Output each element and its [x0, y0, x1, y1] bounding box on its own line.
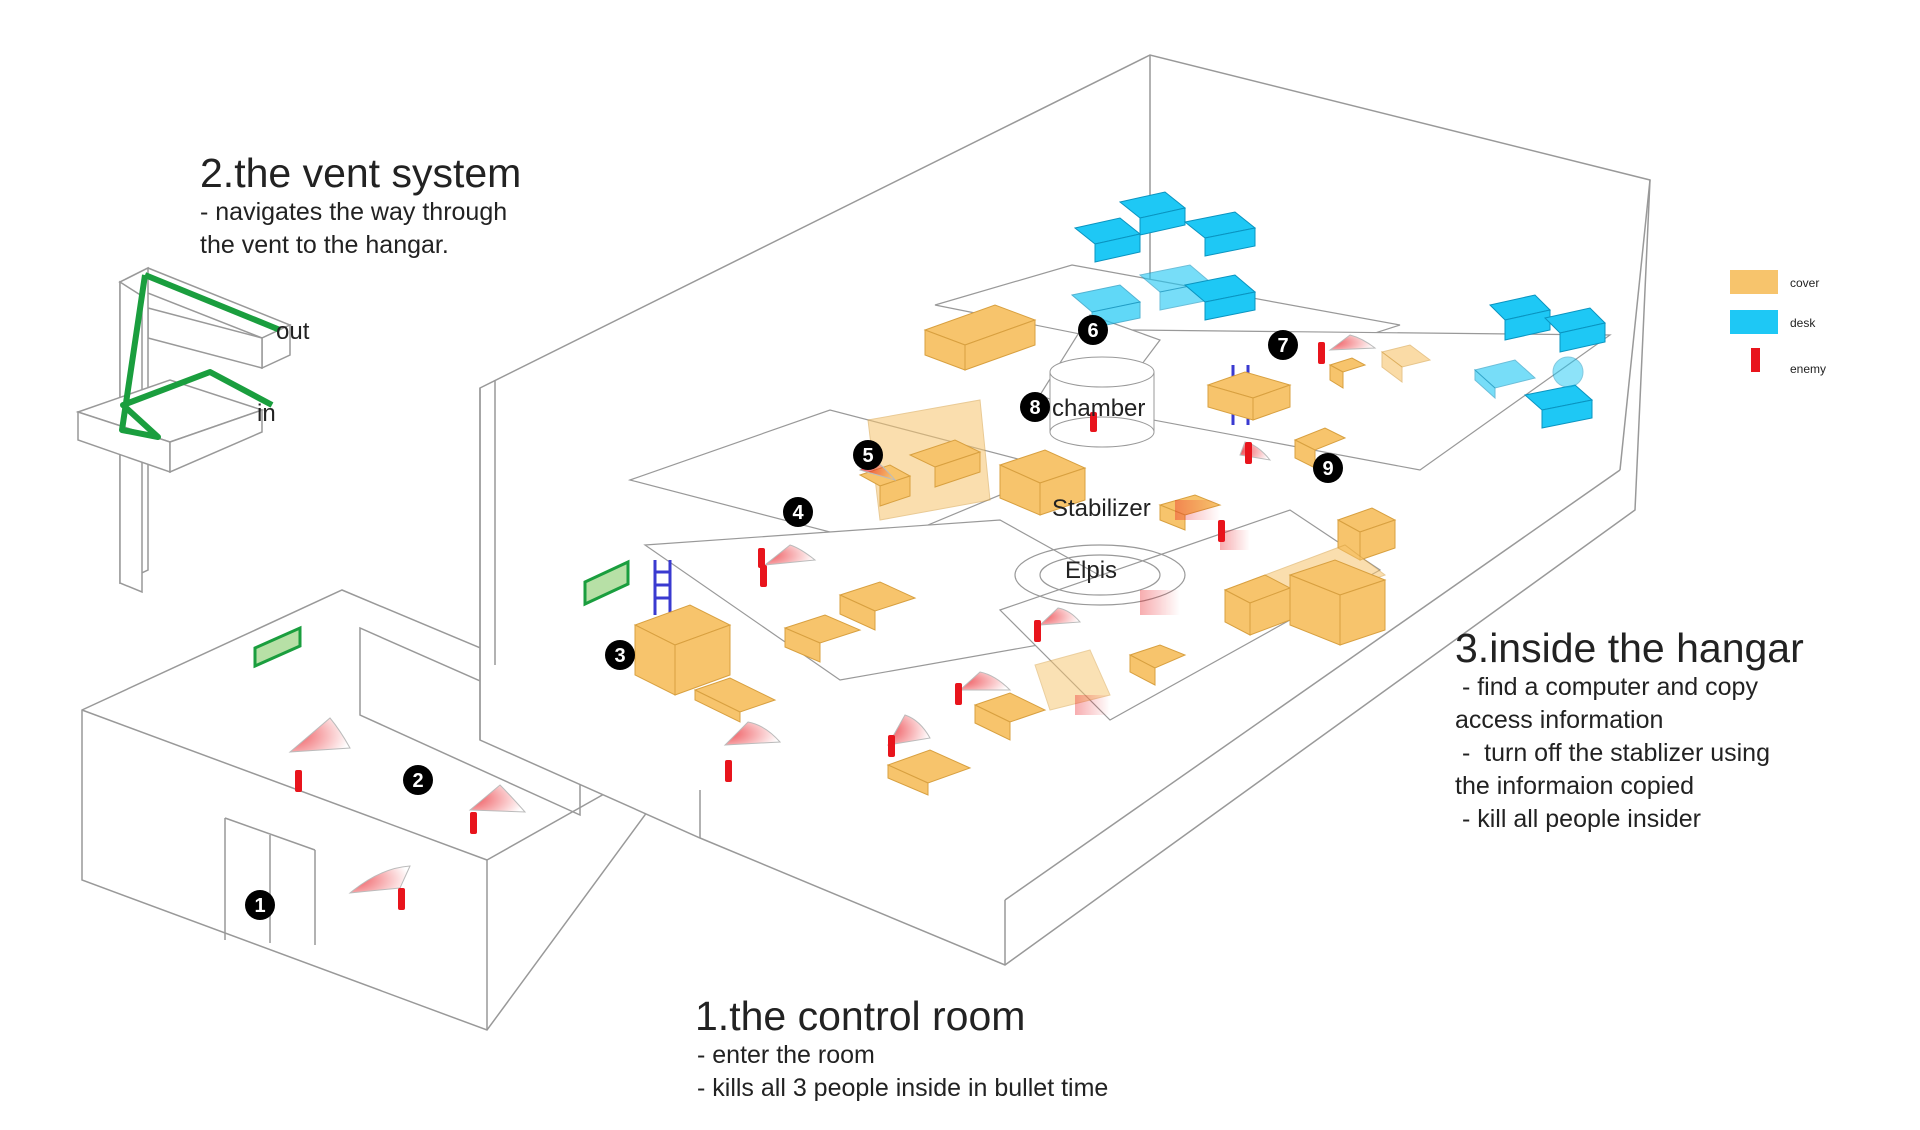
hangar-line-4: the informaion copied — [1455, 772, 1695, 800]
control-room-screen — [253, 625, 302, 669]
vent-path-exit — [143, 272, 282, 333]
marker-4-label: 4 — [792, 502, 804, 524]
elpis-label: Elpis — [1065, 557, 1118, 584]
hangar-title: 3.inside the hangar — [1455, 625, 1804, 671]
vent-line-2: the vent to the hangar. — [200, 231, 449, 259]
marker-8-label: 8 — [1029, 397, 1040, 419]
marker-9: 9 — [1313, 453, 1343, 483]
enemies — [295, 342, 1325, 910]
enemy-vision-cones — [288, 334, 1377, 894]
stabilizer-label: Stabilizer — [1052, 495, 1151, 522]
hangar-line-5: - kill all people insider — [1455, 805, 1701, 833]
marker-8: 8 — [1020, 392, 1050, 422]
chamber-cylinder — [1049, 356, 1155, 448]
marker-2-label: 2 — [412, 770, 423, 792]
marker-5: 5 — [853, 440, 883, 470]
legend-desk-label: desk — [1790, 316, 1816, 330]
marker-1: 1 — [245, 890, 275, 920]
hangar-line-3: - turn off the stablizer using — [1455, 739, 1770, 767]
legend-enemy-swatch — [1751, 348, 1760, 372]
enemy-fade-trails — [1075, 500, 1250, 715]
chamber-label: chamber — [1052, 395, 1146, 422]
marker-3-label: 3 — [614, 645, 625, 667]
marker-4: 4 — [783, 497, 813, 527]
marker-3: 3 — [605, 640, 635, 670]
vent-line-1: - navigates the way through — [200, 198, 508, 226]
marker-9-label: 9 — [1322, 458, 1333, 480]
hangar-line-2: access information — [1455, 706, 1664, 734]
legend-enemy-label: enemy — [1790, 362, 1827, 376]
enemy-5 — [758, 548, 765, 568]
legend-cover-swatch — [1730, 270, 1778, 294]
control-line-2: - kills all 3 people inside in bullet ti… — [697, 1074, 1109, 1102]
legend-cover-label: cover — [1790, 276, 1820, 290]
marker-7: 7 — [1268, 330, 1298, 360]
marker-6: 6 — [1078, 315, 1108, 345]
control-title: 1.the control room — [695, 993, 1026, 1039]
marker-5-label: 5 — [862, 445, 873, 467]
hangar-line-1: - find a computer and copy — [1455, 673, 1758, 701]
marker-2: 2 — [403, 765, 433, 795]
marker-6-label: 6 — [1087, 320, 1098, 342]
vent-title: 2.the vent system — [200, 150, 522, 196]
vent-in-label: in — [257, 400, 276, 427]
hangar-screen — [583, 559, 630, 607]
desks — [1070, 191, 1606, 429]
elpis-ring — [1014, 544, 1186, 606]
marker-7-label: 7 — [1277, 335, 1288, 357]
vent-path — [119, 274, 274, 440]
vent-out-label: out — [276, 318, 310, 345]
legend-desk-swatch — [1730, 310, 1778, 334]
marker-1-label: 1 — [254, 895, 265, 917]
vent-lower-arm-side — [169, 408, 263, 474]
control-line-1: - enter the room — [697, 1041, 875, 1069]
